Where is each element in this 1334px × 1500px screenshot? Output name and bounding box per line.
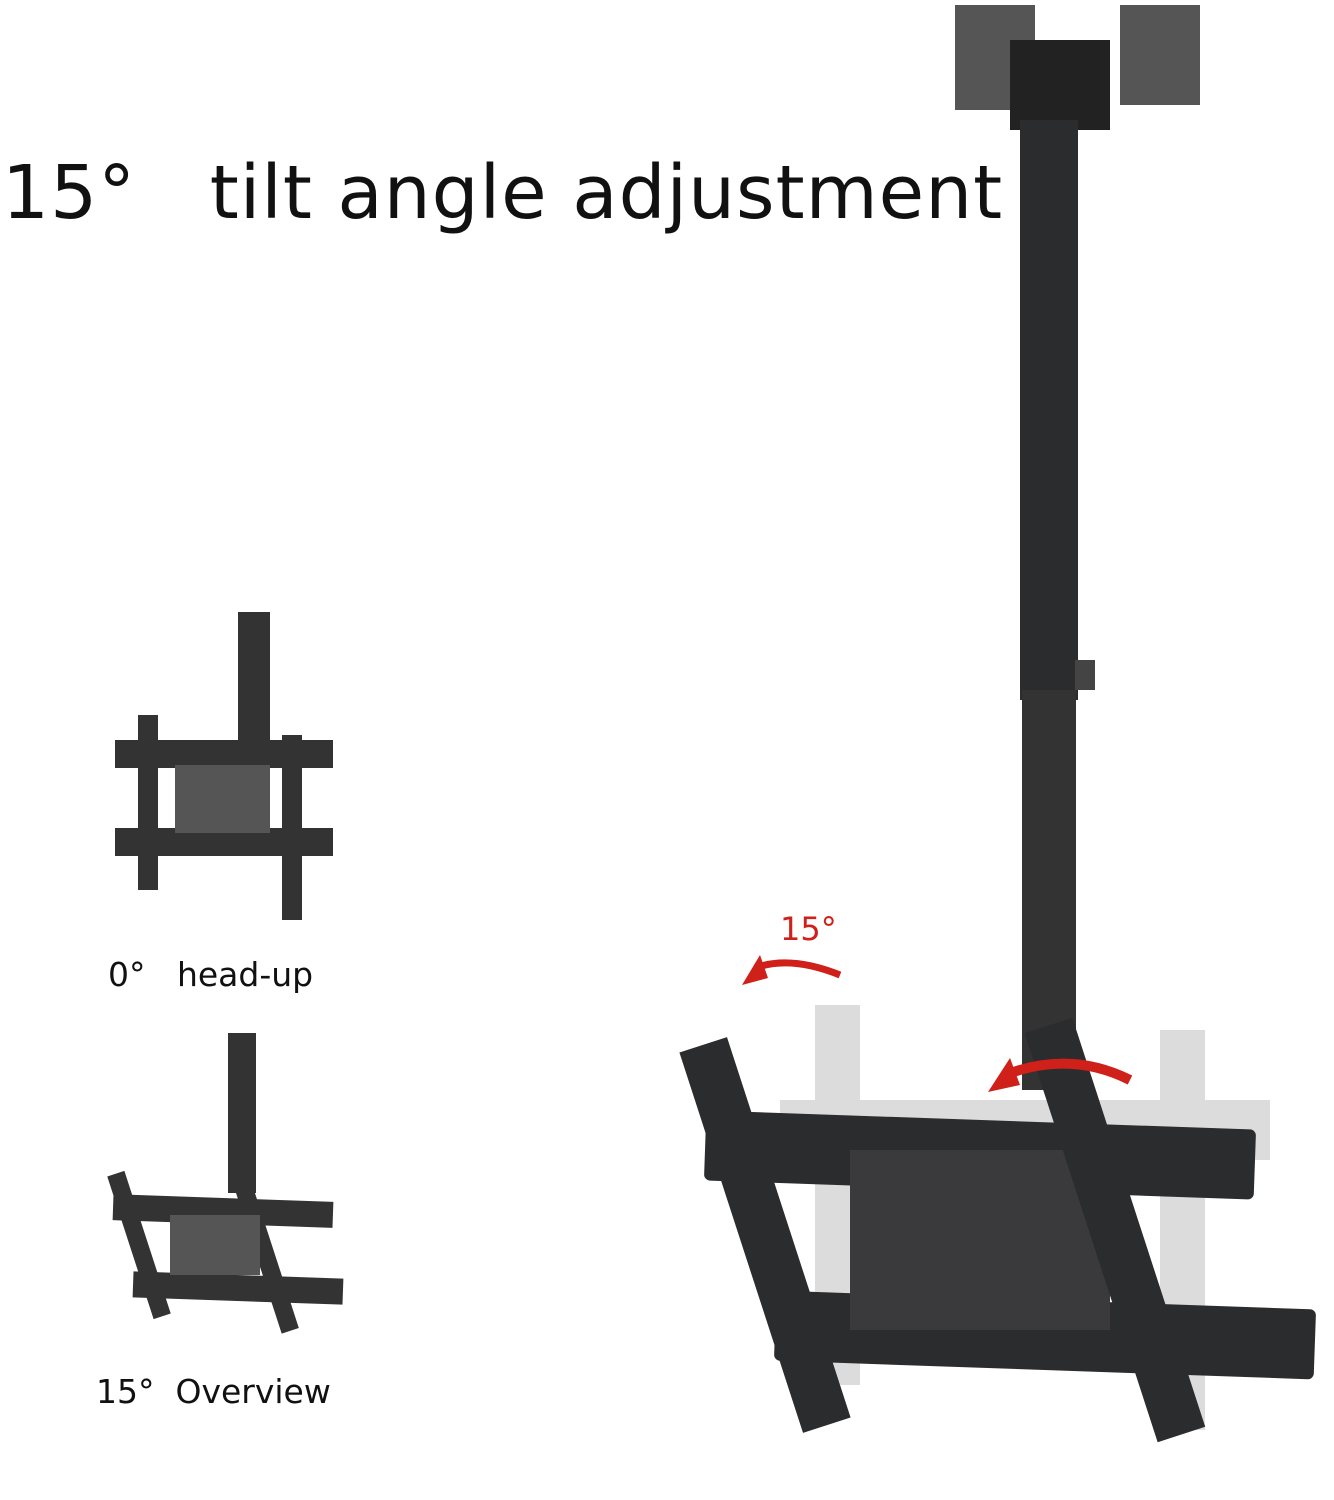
tilt-angle-label: 15° <box>780 910 837 948</box>
tilt-arrowhead-icon <box>742 955 768 985</box>
rotate-arrowhead-icon <box>988 1058 1020 1092</box>
thumbnail-overview <box>107 1033 344 1334</box>
headline: 15° tilt angle adjustment <box>2 150 1004 236</box>
ceiling-mount-pole <box>955 5 1200 1090</box>
tilt-arrow-icon <box>753 959 842 979</box>
caption-overview: 15° Overview <box>96 1372 331 1411</box>
thumbnail-head-up <box>115 612 333 920</box>
tilted-tv-bracket <box>679 1017 1316 1443</box>
caption-head-up: 0° head-up <box>108 955 314 994</box>
rotate-arrow-icon <box>1003 1058 1133 1085</box>
